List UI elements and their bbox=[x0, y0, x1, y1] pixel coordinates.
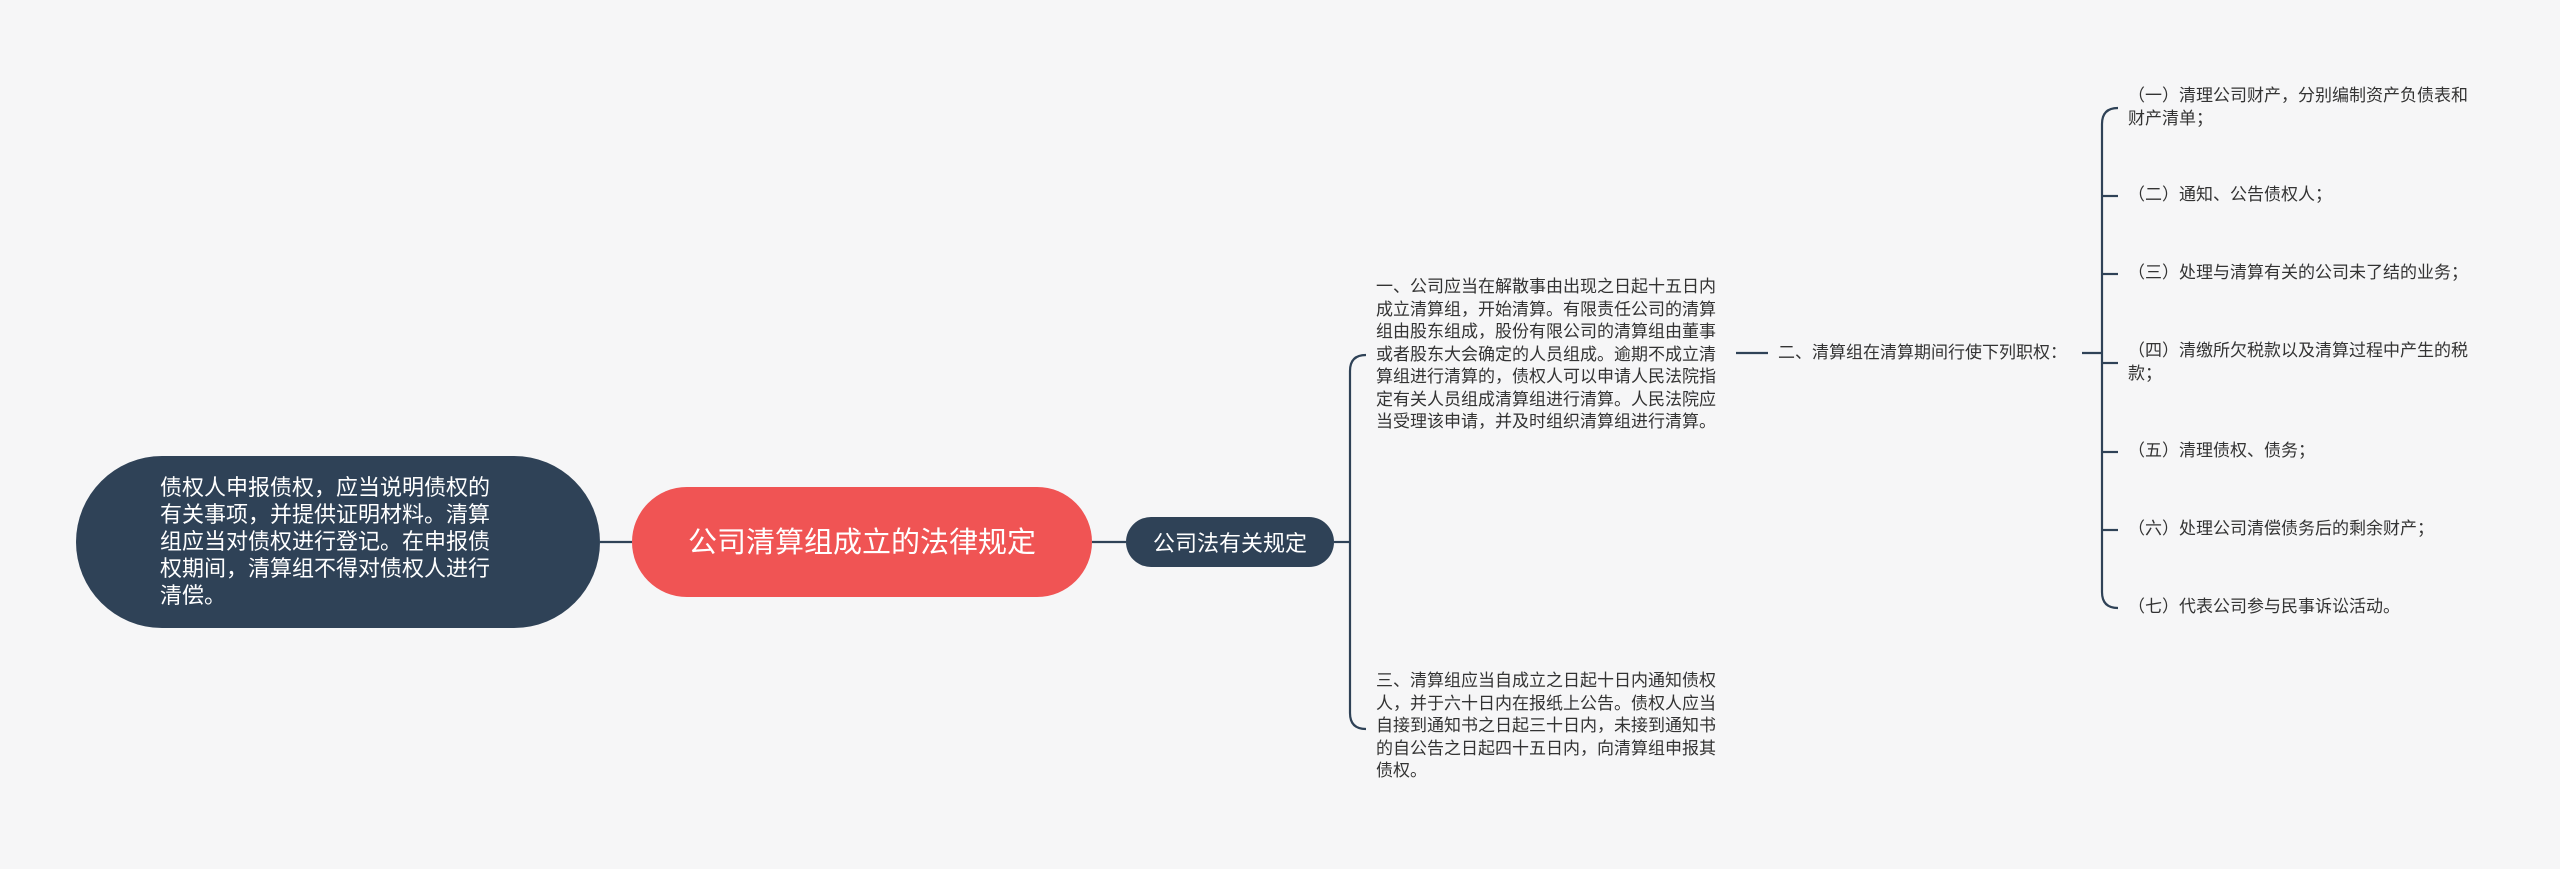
company-law-node[interactable]: 公司法有关规定 bbox=[1126, 517, 1334, 567]
article-one-node[interactable]: 一、公司应当在解散事由出现之日起十五日内 成立清算组，开始清算。有限责任公司的清… bbox=[1376, 277, 1716, 432]
power-item-4[interactable]: （四）清缴所欠税款以及清算过程中产生的税 款； bbox=[2128, 341, 2468, 384]
power-item-5[interactable]: （五）清理债权、债务； bbox=[2128, 441, 2315, 461]
root-topic-label: 公司清算组成立的法律规定 bbox=[687, 525, 1036, 559]
bracket-powers bbox=[2100, 106, 2119, 610]
power-item-2[interactable]: （二）通知、公告债权人； bbox=[2128, 185, 2332, 205]
power-item-3[interactable]: （三）处理与清算有关的公司未了结的业务； bbox=[2128, 263, 2468, 283]
power-item-1[interactable]: （一）清理公司财产，分别编制资产负债表和 财产清单； bbox=[2128, 86, 2468, 129]
left-text-line: 有关事项，并提供证明材料。清算 bbox=[160, 502, 491, 528]
company-law-label: 公司法有关规定 bbox=[1152, 532, 1307, 557]
bracket-articles bbox=[1348, 353, 1367, 731]
article-three-node[interactable]: 三、清算组应当自成立之日起十日内通知债权 人，并于六十日内在报纸上公告。债权人应… bbox=[1376, 671, 1716, 781]
left-debt-claim-text: 债权人申报债权，应当说明债权的 有关事项，并提供证明材料。清算 组应当对债权进行… bbox=[160, 475, 490, 610]
left-text-line: 清偿。 bbox=[160, 583, 227, 609]
left-text-line: 组应当对债权进行登记。在申报债 bbox=[160, 529, 491, 555]
article-two-node[interactable]: 二、清算组在清算期间行使下列职权： bbox=[1778, 343, 2067, 363]
power-item-6[interactable]: （六）处理公司清偿债务后的剩余财产； bbox=[2128, 519, 2434, 539]
left-text-line: 权期间，清算组不得对债权人进行 bbox=[160, 556, 491, 582]
left-text-line: 债权人申报债权，应当说明债权的 bbox=[160, 475, 491, 501]
left-debt-claim-node[interactable]: 债权人申报债权，应当说明债权的 有关事项，并提供证明材料。清算 组应当对债权进行… bbox=[76, 456, 600, 628]
power-item-7[interactable]: （七）代表公司参与民事诉讼活动。 bbox=[2128, 597, 2400, 617]
root-topic-node[interactable]: 公司清算组成立的法律规定 bbox=[632, 487, 1092, 597]
